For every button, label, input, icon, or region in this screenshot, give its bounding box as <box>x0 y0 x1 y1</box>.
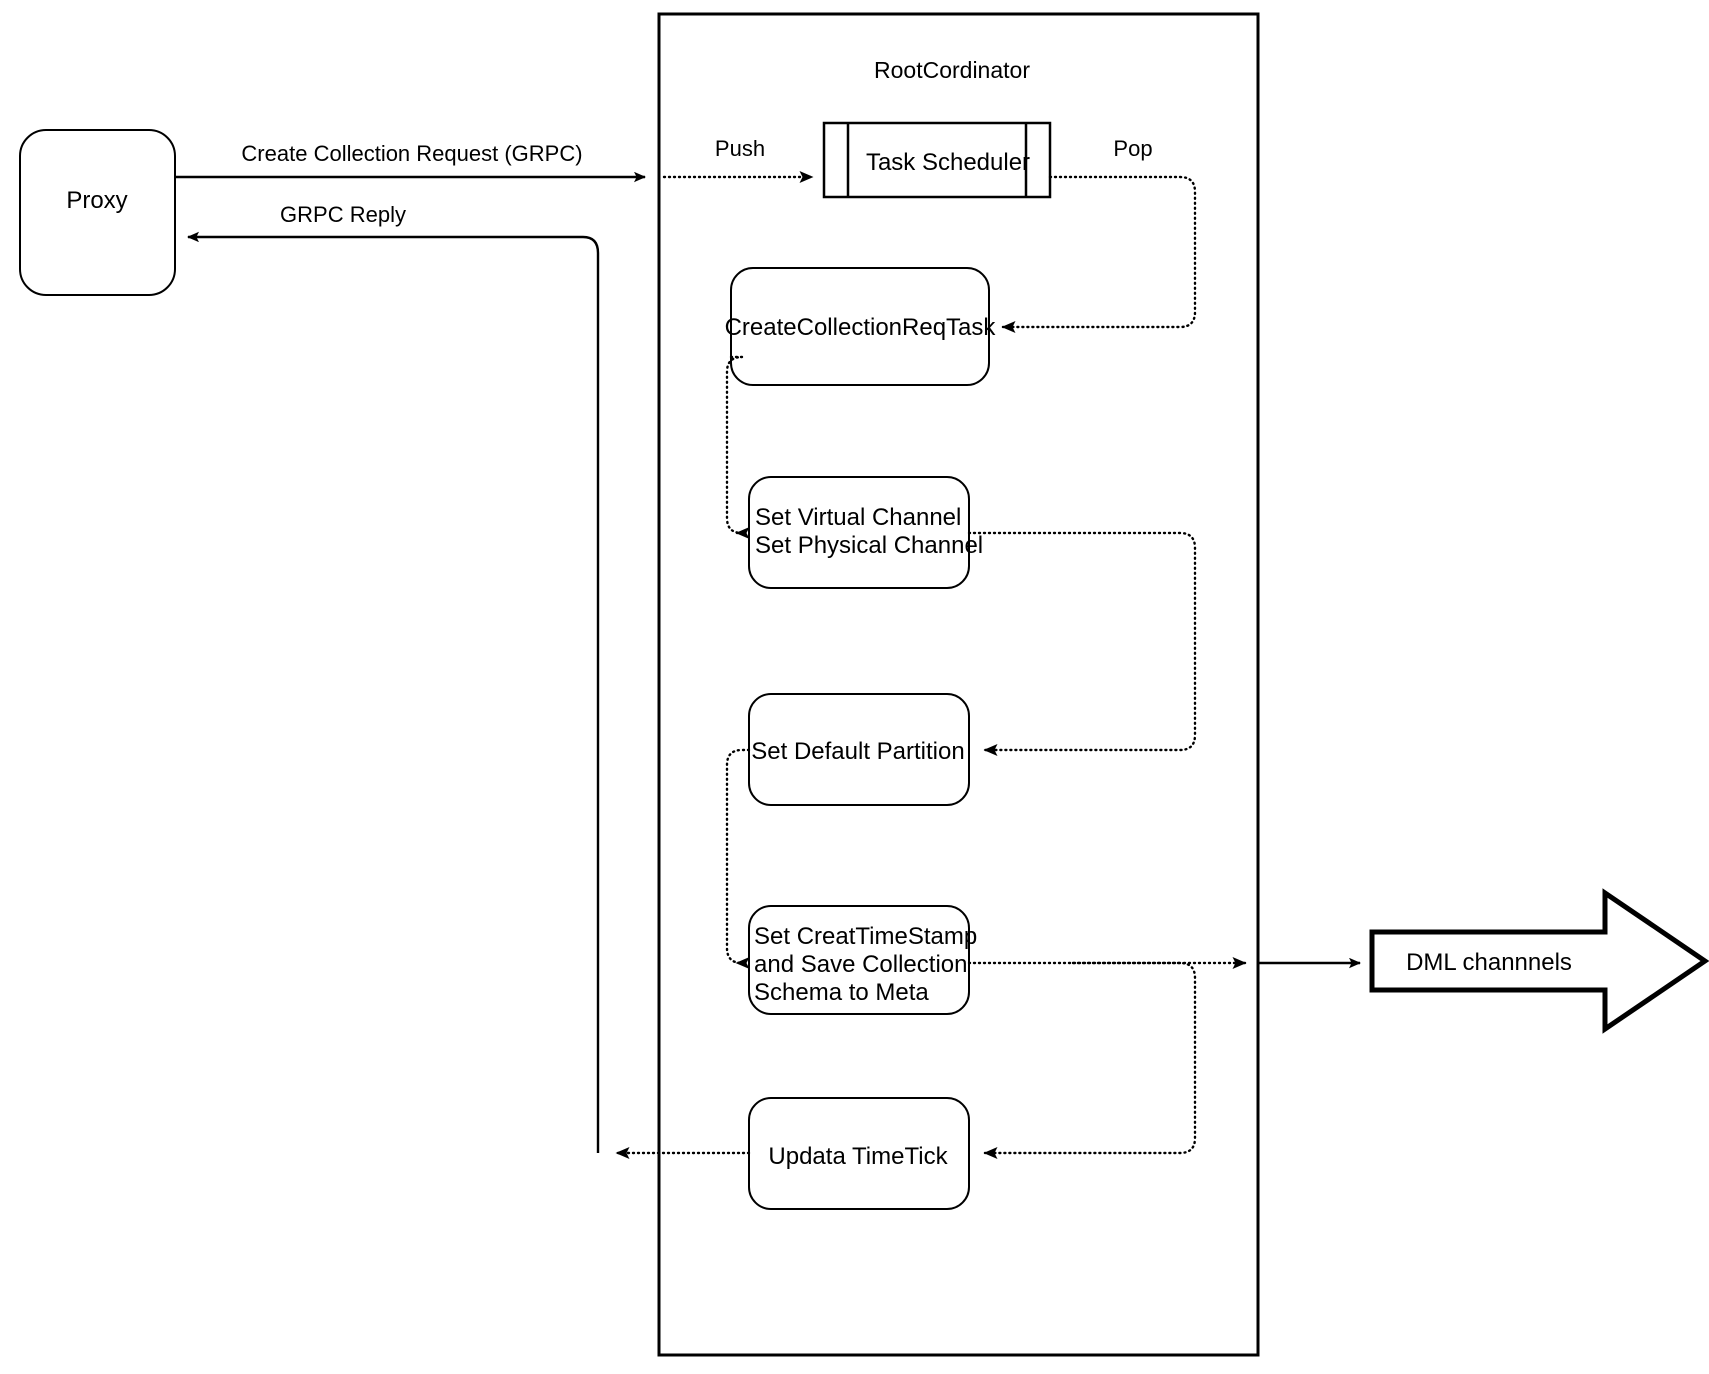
task-scheduler-node[interactable] <box>822 121 1052 199</box>
set-create-timestamp-label-line1: Set CreatTimeStamp <box>754 923 977 950</box>
proxy-node-label: Proxy <box>66 187 127 214</box>
proxy-node[interactable] <box>19 129 176 296</box>
edge-task-to-channels <box>725 355 750 539</box>
update-timetick-label: Updata TimeTick <box>768 1143 948 1170</box>
set-create-timestamp-label-line3: Schema to Meta <box>754 979 929 1006</box>
create-collection-req-task-node[interactable] <box>730 267 990 386</box>
set-channels-label-line1: Set Virtual Channel <box>755 504 961 531</box>
edge-label-create-collection-request: Create Collection Request (GRPC) <box>241 141 582 166</box>
edge-channels-to-partition <box>967 531 1197 756</box>
edge-label-push: Push <box>715 136 765 161</box>
dml-channels-label: DML channnels <box>1406 949 1572 976</box>
set-default-partition-label: Set Default Partition <box>751 738 964 765</box>
create-collection-req-task-label: CreateCollectionReqTask <box>725 314 997 341</box>
edge-timestamp-to-timetick <box>983 961 1197 1159</box>
set-channels-label-line2: Set Physical Channel <box>755 532 983 559</box>
set-create-timestamp-label-line2: and Save Collection <box>754 951 967 978</box>
edge-partition-to-timestamp <box>725 748 751 969</box>
edge-grpc-reply <box>187 231 600 1153</box>
dml-channels-arrow[interactable] <box>1369 888 1709 1034</box>
edge-label-grpc-reply: GRPC Reply <box>280 202 406 227</box>
edge-label-pop: Pop <box>1113 136 1152 161</box>
rootcordinator-container <box>657 12 1260 1357</box>
edge-pop <box>1001 175 1197 333</box>
rootcordinator-title: RootCordinator <box>874 57 1030 83</box>
task-scheduler-label: Task Scheduler <box>866 149 1030 176</box>
